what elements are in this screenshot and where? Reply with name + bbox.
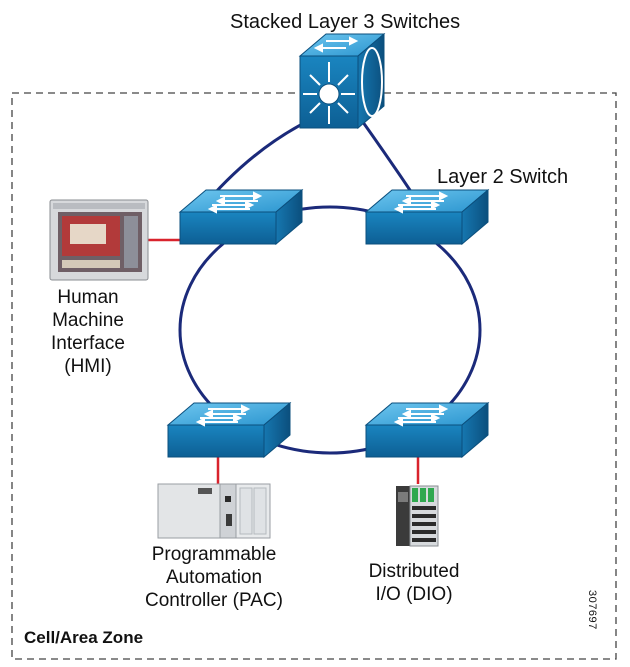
layer2-switch-bottom-left-icon (167, 402, 291, 458)
layer2-switch-top-left-icon (179, 189, 303, 245)
layer2-switch-bottom-right-icon (365, 402, 489, 458)
pac-label-line: Controller (PAC) (145, 590, 283, 611)
dio-label: Distributed I/O (DIO) (356, 560, 472, 606)
figure-id: 307697 (586, 590, 598, 630)
layer3-stack-title: Stacked Layer 3 Switches (230, 11, 461, 33)
hmi-panel-icon (49, 199, 149, 281)
pac-controller-icon (157, 483, 271, 539)
dio-label-line: I/O (DIO) (375, 584, 453, 605)
hmi-label-line: (HMI) (64, 356, 112, 377)
hmi-label-line: Machine (52, 310, 124, 331)
ring-topology-link (178, 205, 482, 455)
pac-label: Programmable Automation Controller (PAC) (124, 543, 304, 612)
pac-label-line: Programmable (151, 544, 277, 565)
hmi-label-line: Human (57, 287, 119, 308)
pac-label-line: Automation (165, 567, 263, 588)
layer2-switch-top-right-icon (365, 189, 489, 245)
dio-module-icon (396, 485, 439, 547)
zone-label: Cell/Area Zone (24, 628, 144, 647)
hmi-label: Human Machine Interface (HMI) (26, 286, 150, 378)
layer3-switch-stack-icon (298, 32, 386, 130)
dio-label-line: Distributed (368, 561, 460, 582)
hmi-label-line: Interface (51, 333, 125, 354)
layer2-switch-label: Layer 2 Switch (437, 166, 569, 188)
